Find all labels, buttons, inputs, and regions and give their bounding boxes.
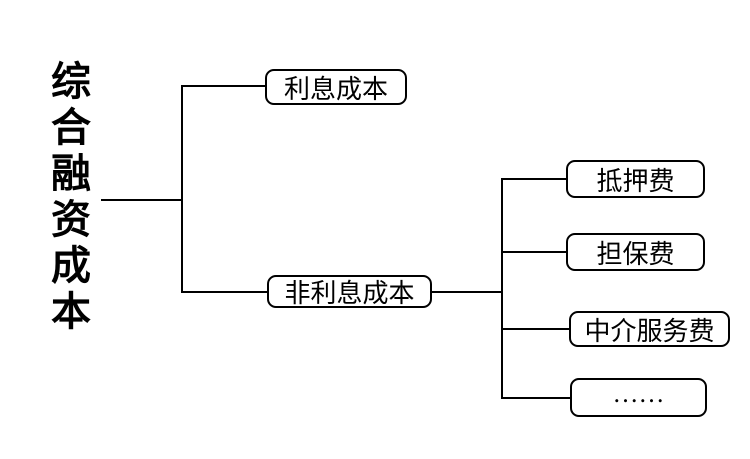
node-intermediary-service-fee-label: 中介服务费 xyxy=(584,316,715,346)
root-node-label: 综合融资成本 xyxy=(45,60,90,336)
node-mortgage-fee: 抵押费 xyxy=(566,160,705,198)
node-guarantee-fee: 担保费 xyxy=(566,233,705,271)
node-mortgage-fee-label: 抵押费 xyxy=(596,166,675,196)
node-interest-cost: 利息成本 xyxy=(265,69,407,105)
node-guarantee-fee-label: 担保费 xyxy=(596,239,675,269)
node-intermediary-service-fee: 中介服务费 xyxy=(569,311,730,347)
node-non-interest-cost: 非利息成本 xyxy=(267,275,432,308)
node-interest-cost-label: 利息成本 xyxy=(283,74,388,104)
node-ellipsis-label: …… xyxy=(612,378,665,408)
node-ellipsis: …… xyxy=(570,378,707,417)
node-non-interest-cost-label: 非利息成本 xyxy=(284,279,415,308)
